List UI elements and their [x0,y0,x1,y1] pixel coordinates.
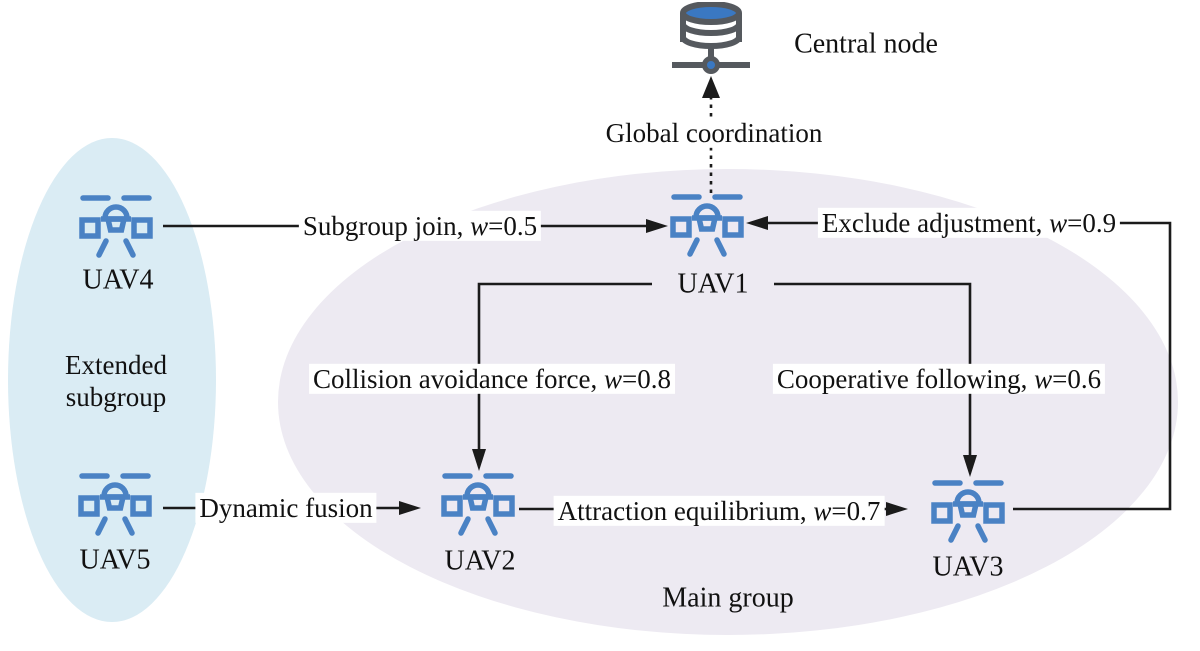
central-node-database-icon [672,2,750,74]
uav1-label: UAV1 [677,268,749,300]
central-node-label: Central node [794,28,938,60]
edge-label-collision-avoidance: Collision avoidance force, w=0.8 [309,363,675,395]
arrowhead-into-uav3-left [886,502,908,516]
edge-label-subgroup-join: Subgroup join, w=0.5 [298,210,542,242]
global-coordination-label: Global coordination [601,117,827,149]
uav3-drone-icon [931,480,1005,543]
weight-value: =0.5 [488,210,538,241]
uav2-drone-icon [441,473,515,536]
edge-text: Dynamic fusion [199,492,373,523]
main-group-label: Main group [662,582,794,614]
arrowhead-into-central-node [702,76,720,98]
weight-value: =0.9 [1067,207,1117,238]
weight-value: =0.6 [1052,363,1102,394]
weight-value: =0.8 [621,363,671,394]
edge-line-cooperative-following [774,282,972,455]
edge-text: Attraction equilibrium, [557,495,814,526]
extended-subgroup-label: Extended subgroup [65,350,167,412]
uav2-label: UAV2 [444,545,516,577]
edge-label-exclude-adjustment: Exclude adjustment, w=0.9 [817,207,1121,239]
edge-label-attraction-equilibrium: Attraction equilibrium, w=0.7 [553,495,885,527]
weight-symbol: w [813,495,832,526]
weight-symbol: w [1049,207,1068,238]
weight-symbol: w [470,210,489,241]
arrowhead-into-uav2-left [399,501,421,515]
arrowhead-into-uav3-top [963,455,977,477]
uav3-label: UAV3 [932,551,1004,583]
edge-text: Exclude adjustment, [821,207,1050,238]
uav5-label: UAV5 [79,544,151,576]
arrowhead-into-uav2-top [472,449,486,471]
uav4-drone-icon [79,195,153,258]
edge-text: Collision avoidance force, [313,363,604,394]
edge-label-dynamic-fusion: Dynamic fusion [195,492,377,524]
uav4-label: UAV4 [82,264,154,296]
edge-text: Cooperative following, [776,363,1035,394]
arrowhead-into-uav1-left [646,219,668,233]
arrowhead-into-uav1-right [746,216,768,230]
main-group-ellipse [278,169,1178,635]
extended-subgroup-ellipse [8,138,216,622]
weight-value: =0.7 [831,495,881,526]
weight-symbol: w [1034,363,1053,394]
uav5-drone-icon [78,473,152,536]
edge-label-cooperative-following: Cooperative following, w=0.6 [772,363,1106,395]
uav1-drone-icon [670,194,744,257]
weight-symbol: w [603,363,622,394]
edge-text: Subgroup join, [302,210,471,241]
